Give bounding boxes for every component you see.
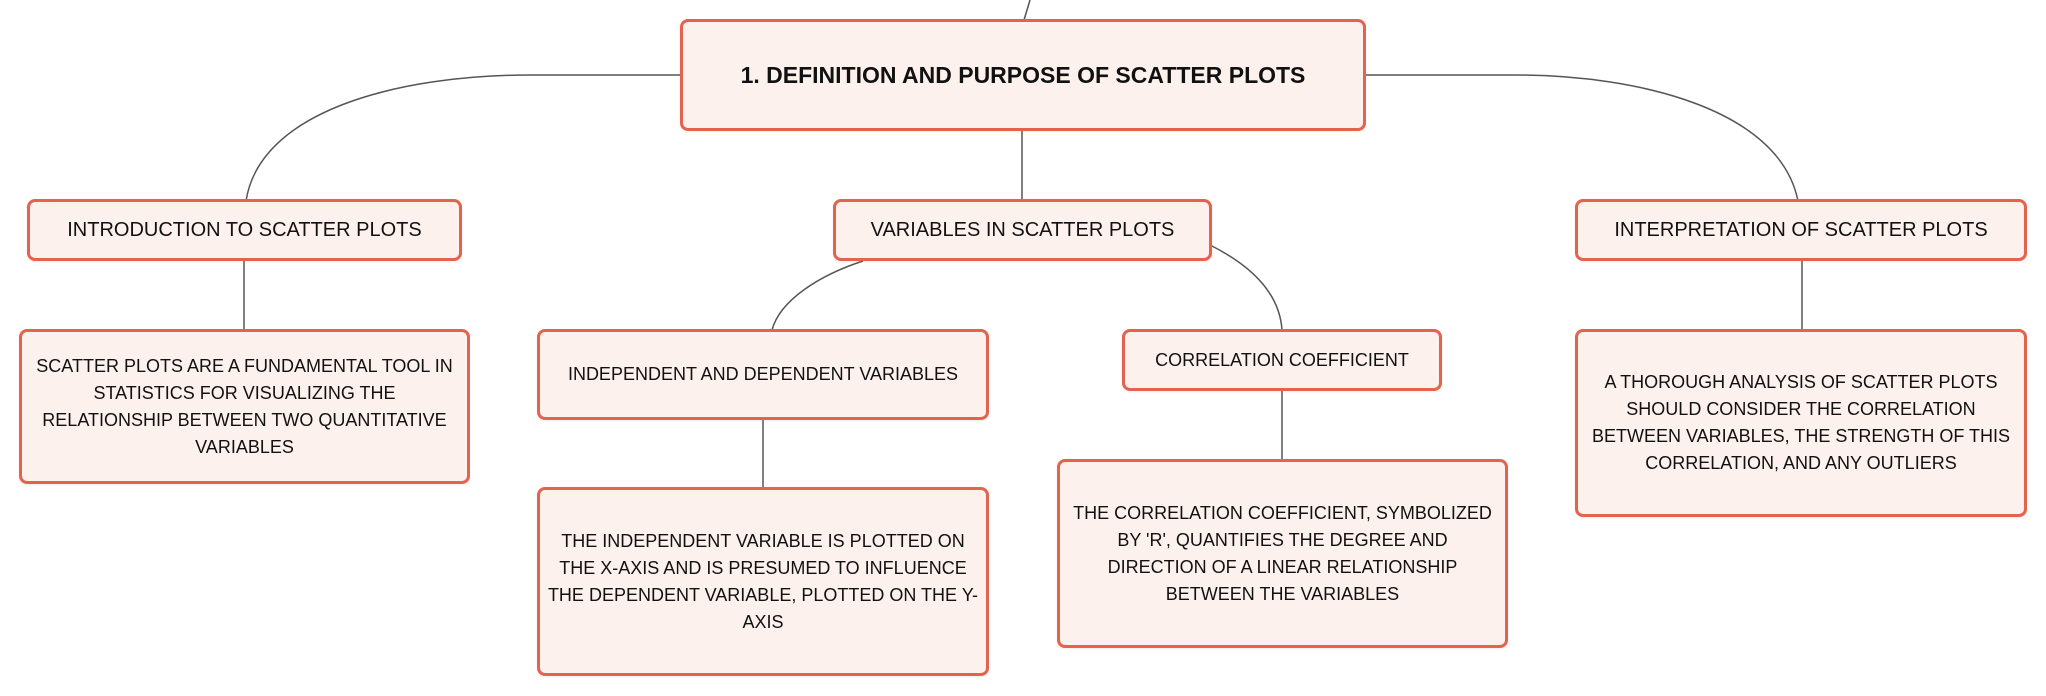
intro-description-text: SCATTER PLOTS ARE A FUNDAMENTAL TOOL IN … bbox=[36, 355, 453, 457]
connector-root-to-intro bbox=[245, 74, 682, 202]
interpretation-description-text: A THOROUGH ANALYSIS OF SCATTER PLOTS SHO… bbox=[1591, 372, 2011, 473]
interpretation-description-node[interactable]: A THOROUGH ANALYSIS OF SCATTER PLOTS SHO… bbox=[1575, 329, 2027, 517]
independent-dependent-label: INDEPENDENT AND DEPENDENT VARIABLES bbox=[567, 364, 959, 384]
connector-root-to-interp bbox=[1364, 74, 1799, 202]
root-topic-node[interactable]: 1. DEFINITION AND PURPOSE OF SCATTER PLO… bbox=[680, 19, 1366, 131]
variables-topic-label: VARIABLES IN SCATTER PLOTS bbox=[870, 218, 1175, 241]
root-topic-label: 1. DEFINITION AND PURPOSE OF SCATTER PLO… bbox=[740, 61, 1306, 88]
intro-topic-label: INTRODUCTION TO SCATTER PLOTS bbox=[67, 218, 422, 241]
correlation-coefficient-description-text: THE CORRELATION COEFFICIENT, SYMBOLIZED … bbox=[1073, 502, 1492, 604]
interpretation-topic-node[interactable]: INTERPRETATION OF SCATTER PLOTS bbox=[1575, 199, 2027, 261]
correlation-coefficient-description-node[interactable]: THE CORRELATION COEFFICIENT, SYMBOLIZED … bbox=[1057, 459, 1508, 648]
correlation-coefficient-node[interactable]: CORRELATION COEFFICIENT bbox=[1122, 329, 1442, 391]
interpretation-topic-label: INTERPRETATION OF SCATTER PLOTS bbox=[1614, 218, 1988, 241]
independent-dependent-description-text: THE INDEPENDENT VARIABLE IS PLOTTED ON T… bbox=[547, 530, 979, 632]
independent-dependent-description-node[interactable]: THE INDEPENDENT VARIABLE IS PLOTTED ON T… bbox=[537, 487, 989, 676]
connector-variables-to-corr bbox=[1209, 244, 1283, 331]
intro-topic-node[interactable]: INTRODUCTION TO SCATTER PLOTS bbox=[27, 199, 462, 261]
variables-topic-node[interactable]: VARIABLES IN SCATTER PLOTS bbox=[833, 199, 1212, 261]
connector-parent-to-root bbox=[1023, 0, 1031, 21]
correlation-coefficient-label: CORRELATION COEFFICIENT bbox=[1155, 349, 1409, 370]
intro-description-node[interactable]: SCATTER PLOTS ARE A FUNDAMENTAL TOOL IN … bbox=[19, 329, 470, 484]
connector-variables-to-indep bbox=[771, 260, 864, 331]
independent-dependent-node[interactable]: INDEPENDENT AND DEPENDENT VARIABLES bbox=[537, 329, 989, 420]
